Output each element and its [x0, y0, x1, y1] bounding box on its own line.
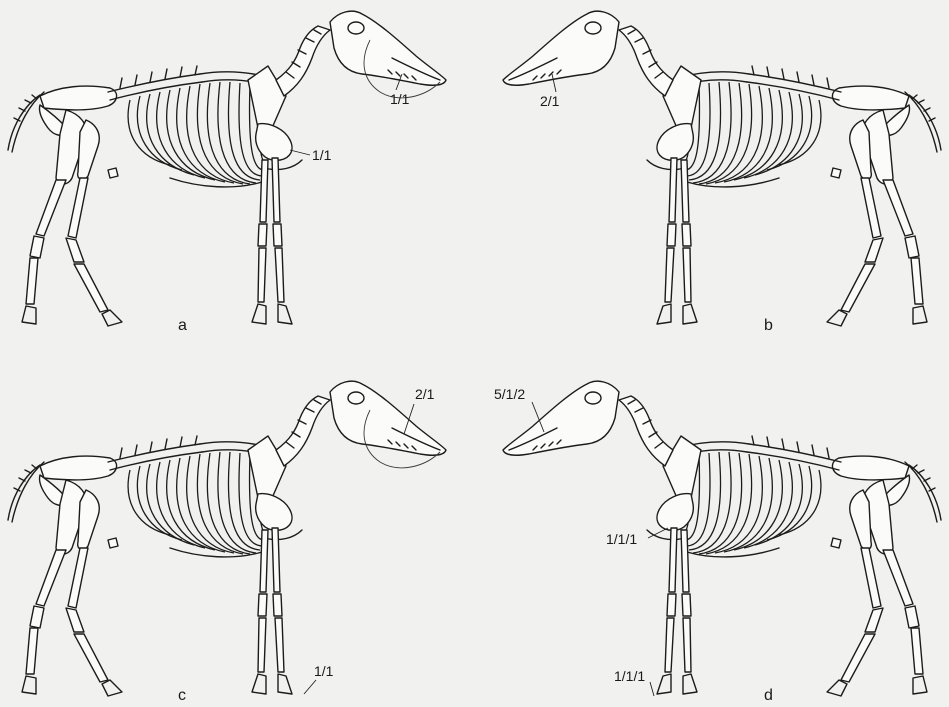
label-d-1: 5/1/2 — [494, 386, 525, 402]
label-a-1: 1/1 — [390, 91, 410, 107]
panel-letter-a: a — [178, 317, 187, 334]
panel-letter-d: d — [764, 687, 773, 704]
panel-letter-c: c — [178, 687, 186, 704]
skeleton-panel-c — [8, 381, 446, 696]
label-a-2: 1/1 — [312, 147, 332, 163]
label-b-1: 2/1 — [540, 93, 560, 109]
panel-letter-b: b — [764, 317, 773, 334]
label-c-1: 2/1 — [415, 386, 435, 402]
skeleton-panel-d — [503, 381, 941, 696]
skeleton-panel-a: 1/1 1/1 a — [8, 11, 446, 334]
panel-b-labels: 2/1 b — [540, 74, 773, 334]
skeleton-panel-b — [503, 11, 941, 326]
label-d-3: 1/1/1 — [614, 668, 645, 684]
label-c-2: 1/1 — [314, 663, 334, 679]
label-d-2: 1/1/1 — [606, 531, 637, 547]
